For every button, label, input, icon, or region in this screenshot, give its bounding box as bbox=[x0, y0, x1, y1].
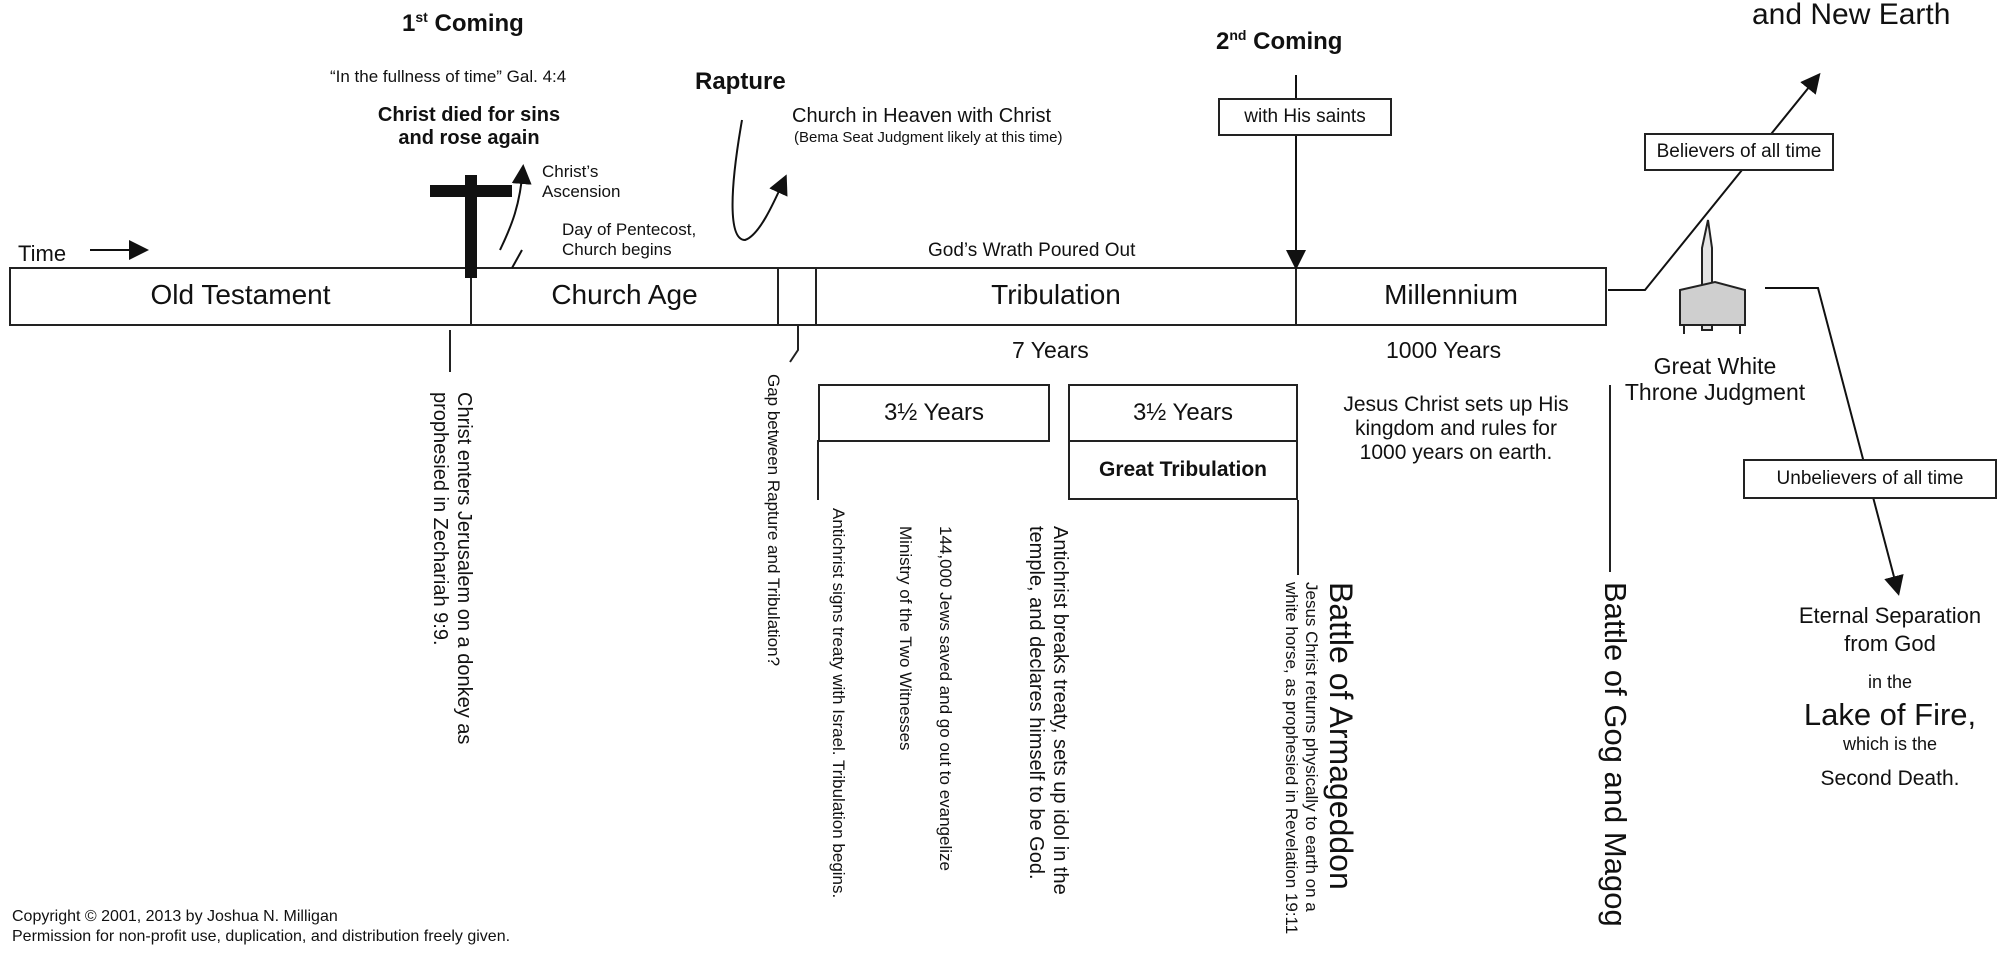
two-witnesses-note: Ministry of the Two Witnesses bbox=[896, 526, 915, 751]
separation-line-5: which is the bbox=[1842, 734, 1938, 754]
timeline-bar bbox=[9, 267, 1607, 326]
time-label: Time bbox=[18, 241, 67, 266]
new-earth-label: and New Earth bbox=[1752, 0, 1951, 31]
rapture-arrow-icon bbox=[731, 119, 788, 242]
bema-seat-label: (Bema Seat Judgment likely at this time) bbox=[794, 129, 1063, 146]
permission-text: Permission for non-profit use, duplicati… bbox=[12, 928, 511, 945]
second-death-label: Second Death. bbox=[1820, 767, 1960, 790]
cross-icon bbox=[465, 175, 477, 278]
church-in-heaven-label: Church in Heaven with Christ bbox=[792, 105, 1051, 127]
separation-line-3: in the bbox=[1867, 672, 1913, 692]
gap-note: Gap between Rapture and Tribulation? bbox=[764, 374, 783, 667]
treaty-note: Antichrist signs treaty with Israel. Tri… bbox=[829, 508, 848, 899]
pentecost-label: Day of Pentecost,Church begins bbox=[562, 220, 697, 259]
great-tribulation-box: Great Tribulation bbox=[1068, 440, 1298, 500]
old-testament-label: Old Testament bbox=[150, 279, 331, 310]
fullness-of-time: “In the fullness of time” Gal. 4:4 bbox=[330, 67, 567, 86]
armageddon-label: Battle of Armageddon bbox=[1323, 582, 1359, 890]
thousand-years-label: 1000 Years bbox=[1386, 337, 1502, 363]
church-age-label: Church Age bbox=[551, 279, 698, 310]
return-note: Jesus Christ returns physically to earth… bbox=[1281, 582, 1321, 935]
rapture-title: Rapture bbox=[695, 68, 786, 95]
jews-note: 144,000 Jews saved and go out to evangel… bbox=[936, 526, 955, 871]
millennium-label: Millennium bbox=[1384, 279, 1518, 310]
second-half-box: 3½ Years bbox=[1068, 384, 1298, 442]
wrath-label: God’s Wrath Poured Out bbox=[928, 240, 1136, 261]
lake-of-fire-arrow-icon bbox=[1765, 287, 1904, 596]
with-his-saints-box: with His saints bbox=[1218, 98, 1392, 136]
second-coming-title: 2nd Coming bbox=[1216, 27, 1343, 55]
throne-icon bbox=[1679, 219, 1746, 334]
gog-magog-label: Battle of Gog and Magog bbox=[1598, 582, 1633, 927]
lake-of-fire-label: Lake of Fire, bbox=[1803, 697, 1977, 732]
separation-line-1: Eternal Separation bbox=[1798, 603, 1982, 628]
first-coming-title: 1st Coming bbox=[402, 9, 524, 37]
separation-line-2: from God bbox=[1844, 631, 1936, 656]
tribulation-label: Tribulation bbox=[991, 279, 1121, 310]
seven-years-label: 7 Years bbox=[1012, 337, 1089, 363]
copyright-text: Copyright © 2001, 2013 by Joshua N. Mill… bbox=[12, 908, 338, 925]
idol-note: Antichrist breaks treaty, sets up idol i… bbox=[1025, 526, 1071, 895]
first-half-box: 3½ Years bbox=[818, 384, 1050, 442]
unbelievers-box: Unbelievers of all time bbox=[1743, 459, 1997, 499]
believers-box: Believers of all time bbox=[1644, 133, 1834, 171]
ascension-arrow-icon bbox=[499, 164, 532, 251]
